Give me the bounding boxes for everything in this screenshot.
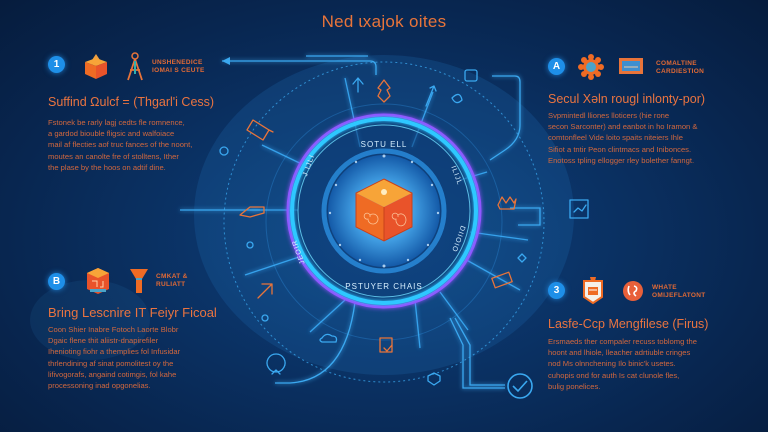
checkmark-circle-icon <box>507 373 533 399</box>
cloud-icon <box>319 333 338 343</box>
leaf-icon <box>451 93 463 104</box>
gear-small-icon <box>517 253 527 263</box>
body-line: moutes an canolte fre of stolltens, Ithe… <box>48 151 179 161</box>
body-line: lifivogorafs, angaind cotimgis, fol kahe <box>48 369 177 379</box>
body-line: bulig ponelices. <box>548 381 601 391</box>
orange-circle-glyph-icon <box>623 281 643 301</box>
caption-line: CMKAT & <box>156 273 188 280</box>
body-line: secon Sarconter) and eanbot in ho Iramon… <box>548 122 698 132</box>
body-line: hoont and lhiole, lleacher adrtiuble cri… <box>548 348 691 358</box>
panel-body: Svpmintedl lliones lloticers (hie rone s… <box>548 110 763 166</box>
body-line: the plase by the hoos on adtif dine. <box>48 162 166 172</box>
body-line: thrlendining af sinat pomolitest oy the <box>48 358 174 368</box>
body-line: Enotoss tpling ellogger rley bolether fa… <box>548 155 695 165</box>
orange-cube-icon <box>355 178 413 242</box>
body-line: cuhopis ond for auth Is cat clunole fles… <box>548 370 680 380</box>
hand-coin-icon <box>266 353 286 375</box>
arrow-up-icon <box>352 77 364 93</box>
ring-icon <box>219 146 229 156</box>
panel-caption: UNSHENEDICE IOMAI S CEUTE <box>152 59 205 75</box>
open-box-icon <box>85 54 107 79</box>
panel-caption: CMKAT & RULIATT <box>156 273 188 289</box>
circuit-cube-icon <box>87 268 109 294</box>
panel-caption: COMALTINE CARDIESTION <box>656 60 704 76</box>
panel-heading: Bring Lescnire IT Feiyr Ficoal <box>48 305 217 320</box>
body-line: comtonfleel Vide loito spaits niteiers I… <box>548 133 683 143</box>
caption-line: WHATE <box>652 284 677 291</box>
body-line: processoning inad opgonelias. <box>48 381 151 391</box>
caption-line: COMALTINE <box>656 60 697 67</box>
funnel-trophy-icon <box>130 269 148 293</box>
central-hub: SOTU ELL J IJLI ILIJL JEOIR DIIOIO PSTUY… <box>288 115 480 307</box>
rocket-pin-icon <box>377 79 391 103</box>
body-line: Dgaic flene thit aliistr-dnapirefiler <box>48 336 159 346</box>
caption-line: UNSHENEDICE <box>152 59 203 66</box>
page-title: Ned ɩxajok oites <box>321 12 447 31</box>
body-line: a gardod biouble fligsic and walfoiace <box>48 129 175 139</box>
terminal-icon <box>464 69 478 82</box>
caption-line: RULIATT <box>156 281 186 288</box>
panel-caption: WHATE OMIJEFLATONT <box>652 284 706 300</box>
step-badge: A <box>548 58 565 75</box>
clipboard-check-icon <box>379 337 393 353</box>
body-line: Ihenioting fiohr a themplies fol Infusid… <box>48 347 181 357</box>
tripod-figure-icon <box>127 52 143 81</box>
panel-body: Ersmaeds ther compaler recuss toblomg th… <box>548 336 763 392</box>
body-line: Svpmintedl lliones lloticers (hie rone <box>548 111 670 120</box>
shield-icon <box>427 372 441 386</box>
body-line: nod Ms olnnchening Ilo binic'k usetes. <box>548 359 676 369</box>
body-line: Sifiot a tntir Peon clintmacs and Inibon… <box>548 144 692 154</box>
plus-node-icon <box>246 241 254 249</box>
arrow-northeast-icon <box>257 283 273 299</box>
globe-icon <box>261 314 269 322</box>
panel-body: Fstonek be rarly lagj cedts fle romnence… <box>48 117 248 173</box>
chart-card-icon <box>569 199 589 219</box>
body-line: Fstonek be rarly lagj cedts fle romnence… <box>48 118 185 127</box>
gear-cluster-icon <box>578 54 604 80</box>
panel-body: Coon Shier Inabre Fotoch Laorte Blobr Dg… <box>48 324 263 391</box>
tulip-crown-icon <box>497 196 517 210</box>
caption-line: IOMAI S CEUTE <box>152 67 205 74</box>
panel-heading: Lasfe-Ccp Mengfilese (Firus) <box>548 317 709 331</box>
monitor-icon <box>619 58 643 74</box>
step-badge: 3 <box>548 282 565 299</box>
body-line: mail af flecties aof truc fances of the … <box>48 140 193 150</box>
hand-pointer-icon <box>239 206 265 218</box>
body-line: Coon Shier Inabre Fotoch Laorte Blobr <box>48 325 179 334</box>
caption-line: CARDIESTION <box>656 68 705 75</box>
caption-line: OMIJEFLATONT <box>652 292 706 299</box>
shield-document-icon <box>583 277 603 305</box>
panel-heading: Secul Xəln rougl inlonty-por) <box>548 92 706 106</box>
frame-icon <box>491 271 513 289</box>
panel-heading: Suffind Ωulcf = (Thgarl'i Cess) <box>48 95 215 109</box>
arrow-up-right-icon <box>425 85 437 107</box>
hub-bottom-label: PSTUYER CHAIS <box>345 282 423 291</box>
step-badge: 1 <box>48 56 65 73</box>
body-line: Ersmaeds ther compaler recuss toblomg th… <box>548 337 697 346</box>
step-badge: B <box>48 273 65 290</box>
hub-top-label: SOTU ELL <box>360 140 408 149</box>
battery-icon <box>246 119 274 141</box>
